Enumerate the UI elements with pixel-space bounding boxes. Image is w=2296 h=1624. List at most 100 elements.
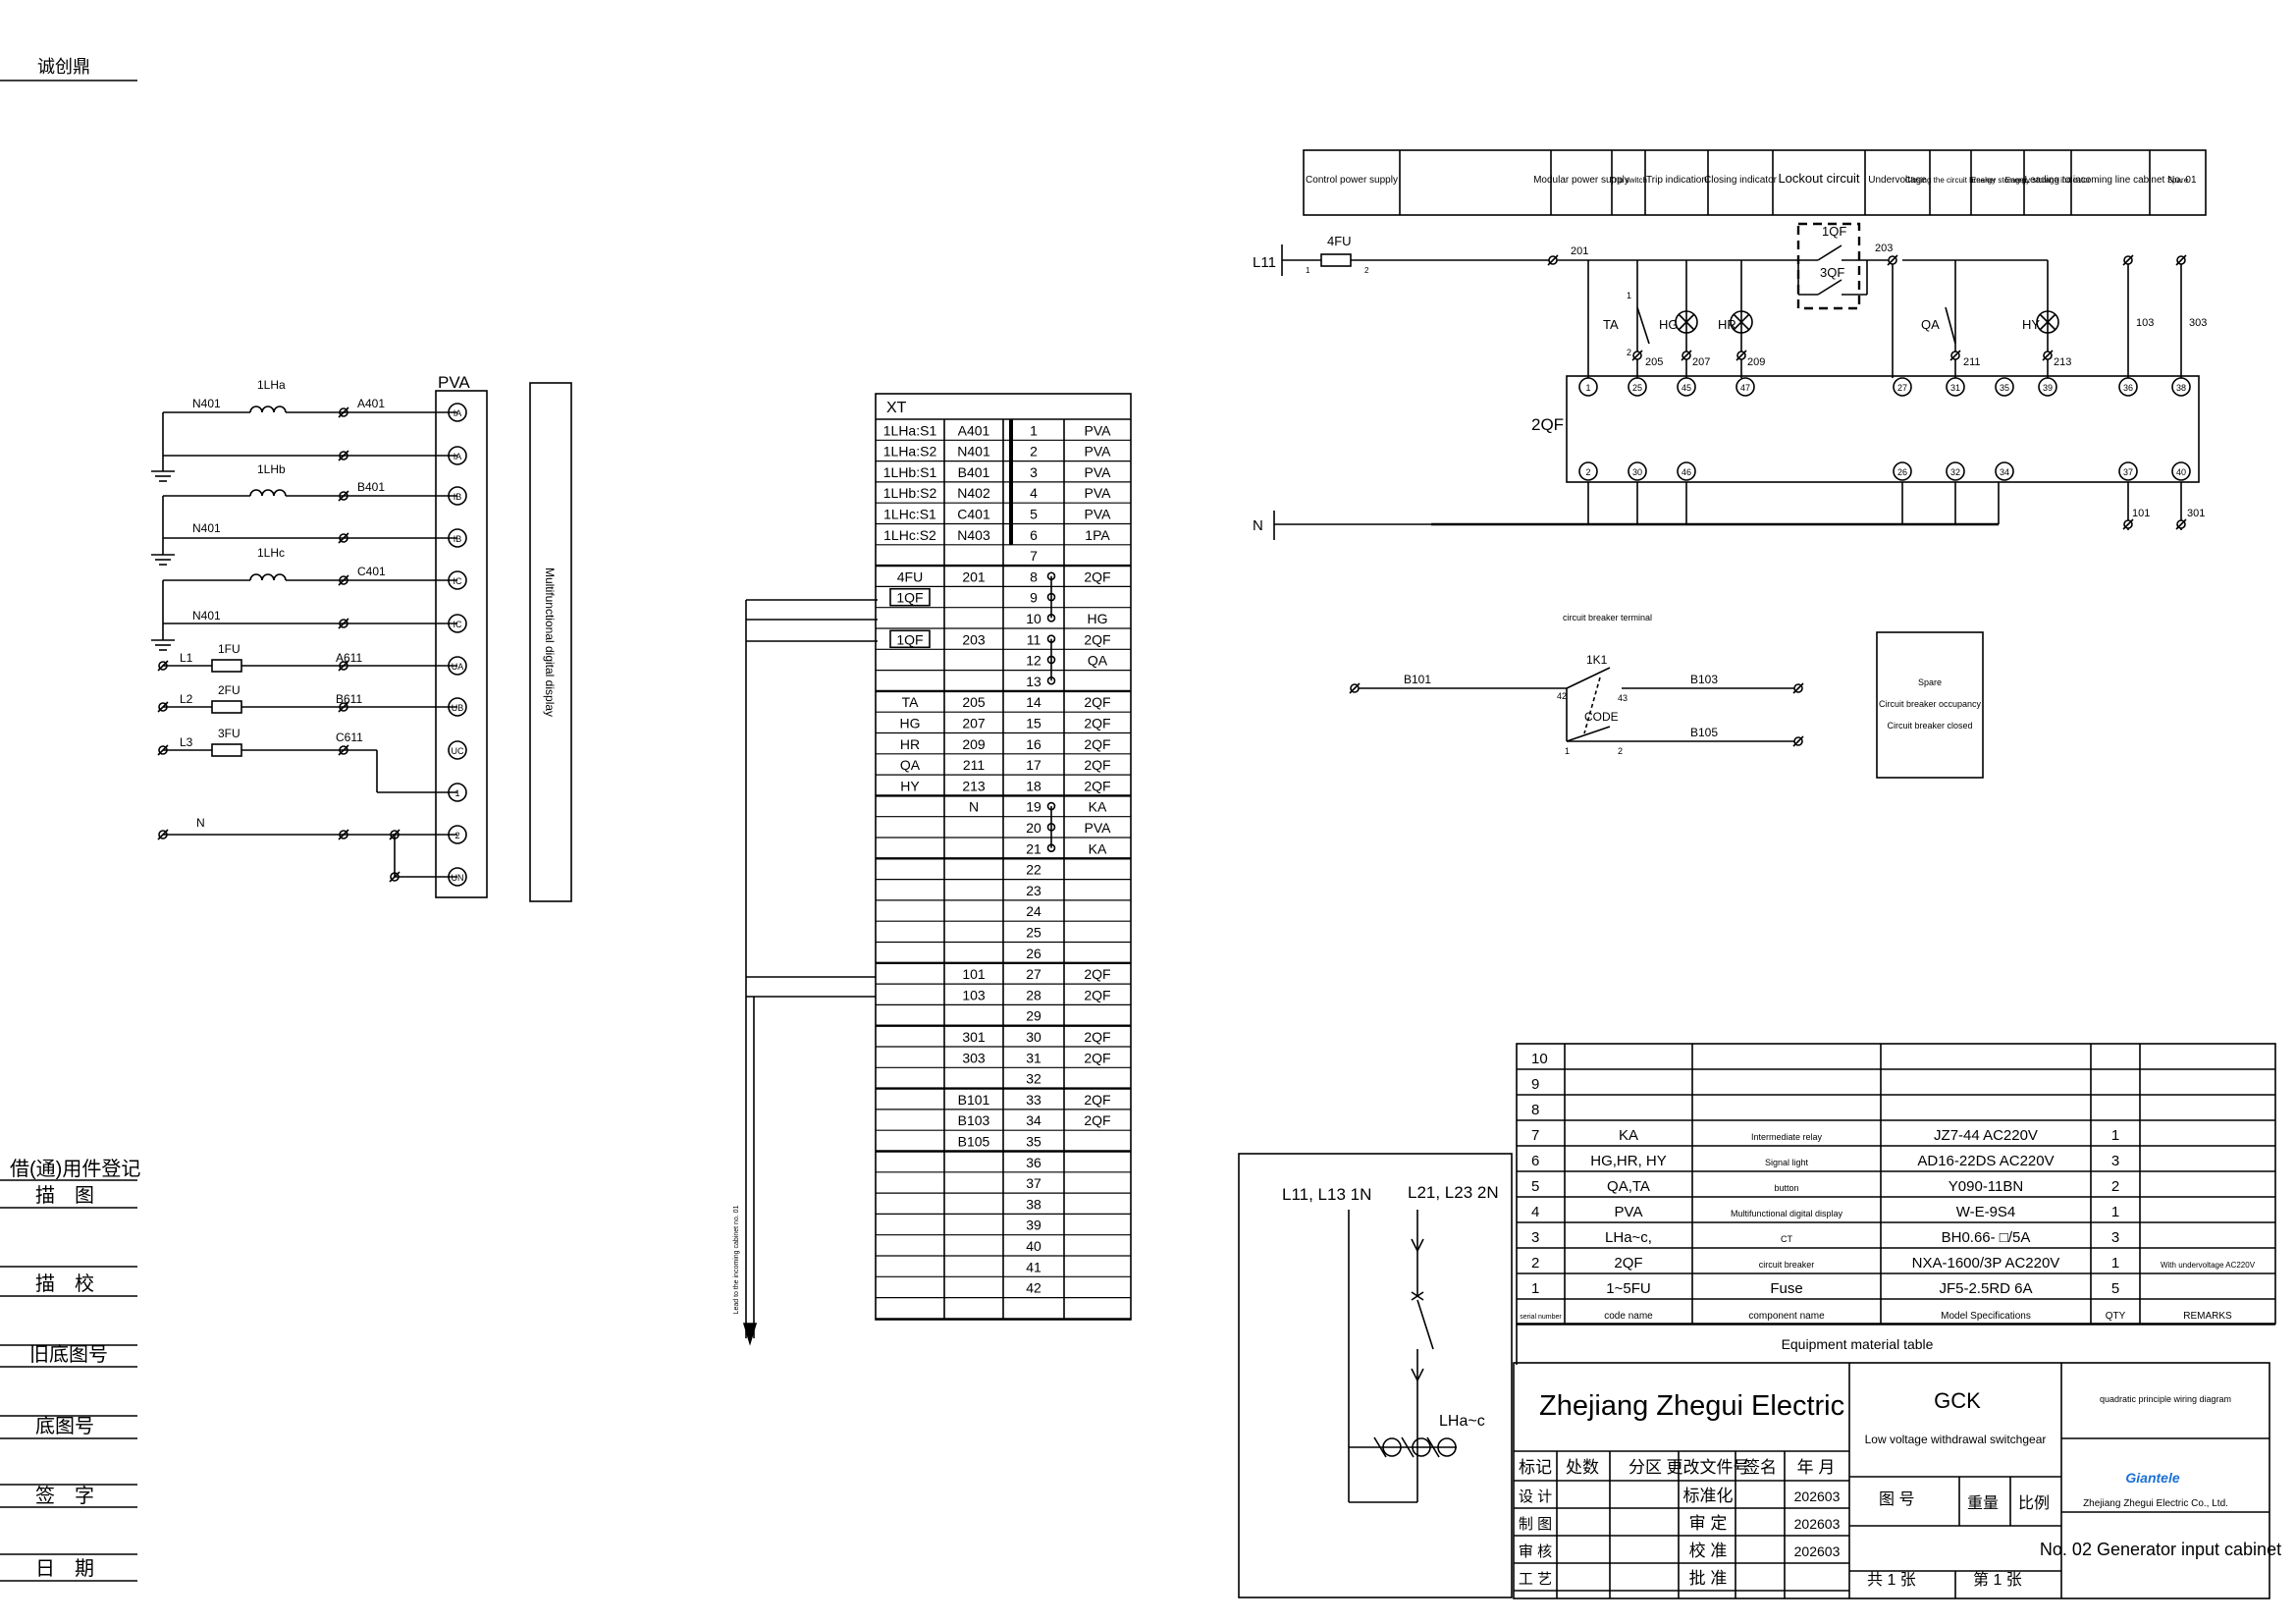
equipment-cell: HG,HR, HY <box>1590 1153 1667 1169</box>
left-sidebar: 诚创鼎 借(通)用件登记 描 图 描 校 旧底图号 底图号 签 字 日 期 <box>0 57 140 1582</box>
xt-cell: 101 <box>962 966 986 982</box>
xt-cell: QA <box>900 757 921 773</box>
fuse-label-3fu: 3FU <box>218 727 240 740</box>
xt-cell: KA <box>1089 840 1107 856</box>
pva-terminal-label: IB <box>454 492 462 502</box>
terminal-dot <box>1735 350 1747 361</box>
xt-cell: 14 <box>1026 694 1041 710</box>
n-label-c: N401 <box>192 609 221 623</box>
left-role-label: 审 核 <box>1519 1543 1552 1560</box>
brand-logo: Giantele <box>2125 1470 2179 1486</box>
equipment-table-caption: Equipment material table <box>1782 1336 1934 1352</box>
ct-label-b: 1LHb <box>257 462 286 476</box>
wire-103: 103 <box>2136 317 2154 329</box>
control-header: Control power supply Modular power supply… <box>1303 149 2207 216</box>
xt-cell: 203 <box>962 631 986 647</box>
pva-display-label: Multifunctional digital display <box>543 568 557 717</box>
pva-terminal-label: IA <box>454 408 462 418</box>
control-header-cell: Trip indication <box>1646 175 1707 186</box>
pva-terminal-label: 1 <box>454 788 459 798</box>
breaker-bottom-terminal-label: 37 <box>2123 467 2133 477</box>
xt-cell: 10 <box>1026 611 1041 626</box>
xt-cell: PVA <box>1085 444 1112 460</box>
xt-cell: HR <box>900 736 920 752</box>
fuse-4fu-label: 4FU <box>1327 234 1352 248</box>
breaker-top-terminal <box>1946 377 1965 397</box>
xt-cell: HG <box>1088 611 1108 626</box>
ct-detail-left-label: L11, L13 1N <box>1282 1185 1371 1204</box>
xt-cell: 37 <box>1026 1175 1041 1191</box>
xt-cell: 213 <box>962 778 986 793</box>
breaker-2qf-box <box>1566 375 2200 483</box>
breaker-top-terminal <box>2171 377 2191 397</box>
breaker-bottom-terminal <box>1946 461 1965 481</box>
xt-cell: 207 <box>962 716 986 731</box>
xt-cell: 5 <box>1030 507 1038 522</box>
rev-header: 处数 <box>1566 1458 1599 1477</box>
terminal-dot <box>1792 682 1804 694</box>
equipment-cell: 4 <box>1531 1204 1539 1220</box>
breaker-terminal-title: circuit breaker terminal <box>1563 613 1652 623</box>
breaker-top-terminal-label: 38 <box>2176 383 2186 393</box>
control-circuit: L11 4FU 1 2 201 203 1QF 3QF TA 1 2 205 H… <box>1253 222 2207 540</box>
equipment-cell: 9 <box>1531 1076 1539 1093</box>
hr-label: HR <box>1718 317 1736 332</box>
equipment-cell: 3 <box>1531 1229 1539 1246</box>
breaker-top-terminal-label: 31 <box>1950 383 1960 393</box>
xt-cell: N403 <box>957 527 990 543</box>
control-header-cell: Control power supply <box>1306 175 1398 186</box>
rev-header: 签名 <box>1743 1458 1777 1477</box>
title-block: Zhejiang Zhegui Electric GCK Low voltage… <box>1513 1362 2281 1599</box>
mid-role-label: 校 准 <box>1689 1542 1728 1560</box>
xt-cell: 2QF <box>1084 631 1110 647</box>
xt-cell: 2 <box>1030 444 1038 460</box>
equipment-cell: NXA-1600/3P AC220V <box>1912 1255 2060 1272</box>
xt-cell: 4 <box>1030 485 1038 501</box>
terminal-dot <box>1631 350 1643 361</box>
control-header-cell: Modular power supply <box>1533 175 1629 186</box>
terminal-block-title: XT <box>886 400 907 416</box>
xt-cell: 13 <box>1026 674 1041 689</box>
control-header-cell: Trip switch <box>1610 176 1647 185</box>
xt-cell: 27 <box>1026 966 1041 982</box>
breaker-top-terminal-label: 25 <box>1632 383 1642 393</box>
equipment-cell: Fuse <box>1770 1280 1802 1297</box>
breaker-bottom-terminal <box>1995 461 2014 481</box>
breaker-bottom-terminal <box>2171 461 2191 481</box>
sheet-no: 第 1 张 <box>1973 1571 2022 1589</box>
breaker-bottom-terminal-label: 30 <box>1632 467 1642 477</box>
equipment-header-cell: code name <box>1604 1311 1653 1322</box>
terminal-dot <box>1547 254 1559 266</box>
xt-cell: 1LHa:S2 <box>883 444 937 460</box>
breaker-bottom-terminal-label: 40 <box>2176 467 2186 477</box>
pva-display-box <box>529 382 572 902</box>
breaker-bottom-terminal-label: 2 <box>1585 467 1590 477</box>
left-role-label: 制 图 <box>1519 1516 1552 1533</box>
xt-cell: PVA <box>1085 485 1112 501</box>
rev-header: 更改文件号 <box>1667 1458 1750 1477</box>
breaker-bottom-terminal <box>1578 461 1598 481</box>
ct-label-c: 1LHc <box>257 546 285 560</box>
control-header-cell: Energy storage indicator <box>2005 176 2091 185</box>
equipment-cell: 3 <box>2111 1229 2119 1246</box>
breaker-top-terminal <box>1735 377 1755 397</box>
wire-label-c401: C401 <box>357 565 386 578</box>
pin-label: 1 <box>1627 291 1631 300</box>
xt-cell: 33 <box>1026 1092 1041 1108</box>
xt-cell: 11 <box>1027 631 1041 647</box>
sidebar-row-label: 底图号 <box>35 1415 94 1437</box>
breaker-top-terminal-label: 45 <box>1682 383 1691 393</box>
wire-label-b401: B401 <box>357 480 385 494</box>
pva-terminal-label: IC <box>454 576 463 586</box>
ct-detail: L11, L13 1N L21, L23 2N LHa~c <box>1238 1153 1513 1598</box>
xt-cell: 2QF <box>1084 987 1110 1002</box>
n-label-a: N401 <box>192 397 221 410</box>
pva-terminal-label: IB <box>454 534 462 544</box>
xt-cell: 2QF <box>1084 1112 1110 1128</box>
xt-cell: 2QF <box>1084 757 1110 773</box>
equipment-cell: 1 <box>2111 1204 2119 1220</box>
left-role-label: 设 计 <box>1519 1489 1552 1505</box>
breaker-top-terminal-label: 35 <box>2000 383 2009 393</box>
xt-cell: 7 <box>1030 548 1038 564</box>
